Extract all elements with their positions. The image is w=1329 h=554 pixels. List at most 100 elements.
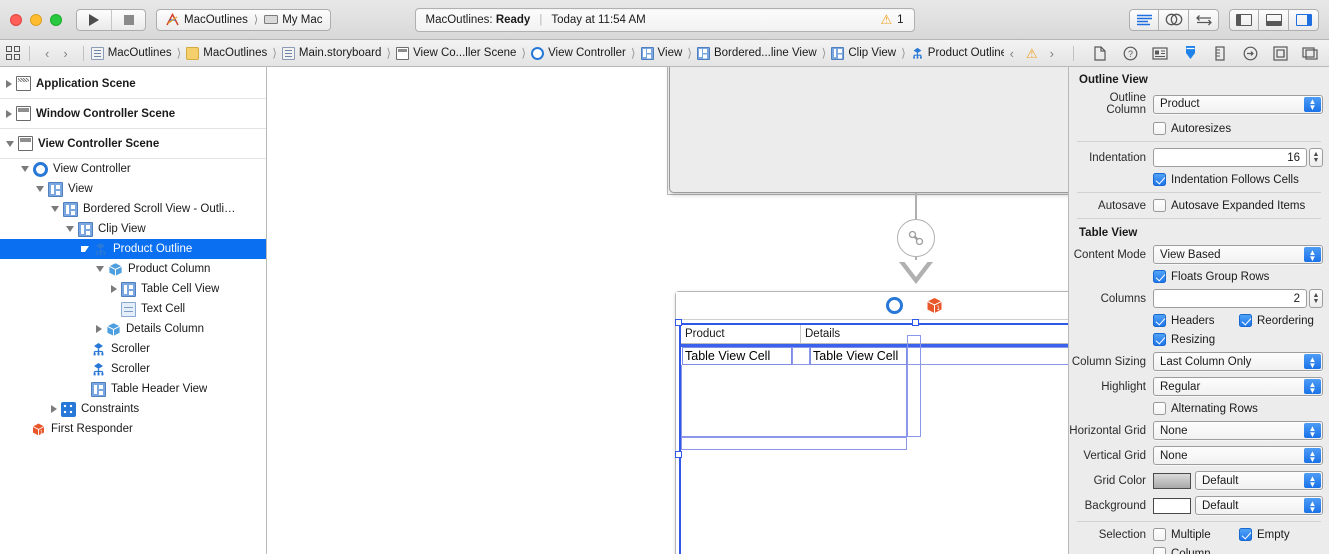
outline-row-view-controller[interactable]: View Controller xyxy=(0,159,266,179)
table-header-view[interactable]: Product Details xyxy=(681,325,1068,344)
table-view-cell-details[interactable]: Table View Cell xyxy=(810,347,907,365)
autosave-expanded-items-checkbox[interactable]: Autosave Expanded Items xyxy=(1153,199,1305,212)
outline-row-constraints[interactable]: Constraints xyxy=(0,399,266,419)
outline-row-bordered-scroll-view-outli[interactable]: Bordered Scroll View - Outli… xyxy=(0,199,266,219)
outline-row-view[interactable]: View xyxy=(0,179,266,199)
attributes-inspector-button[interactable] xyxy=(1175,40,1205,66)
disclosure-triangle-icon[interactable] xyxy=(6,140,14,147)
first-responder-icon[interactable]: 1 xyxy=(925,296,944,315)
disclosure-triangle-icon[interactable] xyxy=(51,206,59,212)
outline-row-text-cell[interactable]: Text Cell xyxy=(0,299,266,319)
disclosure-triangle-icon[interactable] xyxy=(6,79,12,88)
activity-status-bar[interactable]: MacOutlines: Ready | Today at 11:54 AM ⚠… xyxy=(414,7,915,32)
outline-row-clip-view[interactable]: Clip View xyxy=(0,219,266,239)
outline-row-table-header-view[interactable]: Table Header View xyxy=(0,379,266,399)
column-header-product[interactable]: Product xyxy=(681,325,801,343)
disclosure-triangle-icon[interactable] xyxy=(66,226,74,232)
relationship-segue-badge[interactable] xyxy=(897,219,935,257)
minimize-window-button[interactable] xyxy=(30,13,42,26)
selection-handle-middle-left[interactable] xyxy=(675,451,682,458)
selection-handle-top-center[interactable] xyxy=(912,319,919,326)
version-editor-button[interactable] xyxy=(1189,8,1219,31)
quick-help-button[interactable]: ? xyxy=(1115,40,1145,66)
breadcrumb-item-view[interactable]: View xyxy=(640,46,682,60)
next-issue-button[interactable]: › xyxy=(1049,45,1054,61)
breadcrumb-item-clip-view[interactable]: Clip View xyxy=(831,46,896,60)
outline-row-product-outline[interactable]: Product Outline xyxy=(0,239,266,259)
resizing-checkbox[interactable]: Resizing xyxy=(1153,333,1215,346)
disclosure-triangle-icon[interactable] xyxy=(6,109,12,118)
selection-empty-checkbox[interactable]: Empty xyxy=(1239,528,1290,541)
disclosure-triangle-icon[interactable] xyxy=(111,285,117,293)
previous-issue-button[interactable]: ‹ xyxy=(1009,45,1014,61)
status-warning-group[interactable]: ⚠ 1 xyxy=(880,13,903,26)
indentation-stepper[interactable]: ▲▼ xyxy=(1309,148,1323,167)
jump-bar-issue-nav[interactable]: ‹ ⚠ › xyxy=(1004,46,1066,61)
reordering-checkbox[interactable]: Reordering xyxy=(1239,314,1314,327)
view-controller-icon[interactable] xyxy=(886,297,903,314)
breadcrumb-item-macoutlines[interactable]: MacOutlines xyxy=(90,46,172,60)
selection-column-checkbox[interactable]: Column xyxy=(1153,547,1211,554)
column-sizing-select[interactable]: Last Column Only ▲▼ xyxy=(1153,352,1323,371)
go-back-button[interactable]: ‹ xyxy=(45,45,50,61)
window-controller-scene-preview[interactable] xyxy=(669,67,1068,193)
breadcrumb-item-product-outline[interactable]: Product Outline xyxy=(911,47,1007,60)
columns-input[interactable]: 2 xyxy=(1153,289,1307,308)
view-effects-inspector-button[interactable] xyxy=(1295,40,1325,66)
go-forward-button[interactable]: › xyxy=(63,45,68,61)
grid-color-select[interactable]: Default ▲▼ xyxy=(1195,471,1323,490)
connections-inspector-button[interactable] xyxy=(1235,40,1265,66)
size-inspector-button[interactable] xyxy=(1205,40,1235,66)
toggle-debug-area-button[interactable] xyxy=(1259,8,1289,31)
outline-row-details-column[interactable]: Details Column xyxy=(0,319,266,339)
horizontal-grid-select[interactable]: None ▲▼ xyxy=(1153,421,1323,440)
disclosure-triangle-icon[interactable] xyxy=(81,246,89,252)
scheme-selector[interactable]: MacOutlines ⟩ My Mac xyxy=(156,8,332,31)
breadcrumb-item-main-storyboard[interactable]: Main.storyboard xyxy=(281,46,381,60)
outline-view-design-area[interactable]: Product Details Table View Cell Table Vi… xyxy=(675,319,1068,554)
content-mode-select[interactable]: View Based ▲▼ xyxy=(1153,245,1323,264)
toggle-navigator-button[interactable] xyxy=(1229,8,1259,31)
disclosure-triangle-icon[interactable] xyxy=(21,166,29,172)
column-header-details[interactable]: Details xyxy=(805,328,841,340)
outline-row-application-scene[interactable]: Application Scene xyxy=(0,69,266,99)
autoresizes-checkbox[interactable]: Autoresizes xyxy=(1153,122,1231,135)
identity-inspector-button[interactable] xyxy=(1145,40,1175,66)
disclosure-triangle-icon[interactable] xyxy=(51,405,57,413)
run-button[interactable] xyxy=(77,10,111,30)
outline-row-scroller[interactable]: Scroller xyxy=(0,339,266,359)
outline-row-window-controller-scene[interactable]: Window Controller Scene xyxy=(0,99,266,129)
close-window-button[interactable] xyxy=(10,13,22,26)
assistant-editor-button[interactable] xyxy=(1159,8,1189,31)
stop-button[interactable] xyxy=(111,9,145,30)
outline-column-select[interactable]: Product ▲▼ xyxy=(1153,94,1323,114)
outline-row-scroller[interactable]: Scroller xyxy=(0,359,266,379)
outline-row-table-cell-view[interactable]: Table Cell View xyxy=(0,279,266,299)
columns-stepper[interactable]: ▲▼ xyxy=(1309,289,1323,308)
selection-multiple-checkbox[interactable]: Multiple xyxy=(1153,528,1239,541)
disclosure-triangle-icon[interactable] xyxy=(96,266,104,272)
outline-row-view-controller-scene[interactable]: View Controller Scene xyxy=(0,129,266,159)
standard-editor-button[interactable] xyxy=(1129,8,1159,31)
column-resize-guide[interactable] xyxy=(907,335,921,437)
alternating-rows-checkbox[interactable]: Alternating Rows xyxy=(1153,402,1258,415)
table-view-cell-product[interactable]: Table View Cell xyxy=(682,347,792,365)
storyboard-canvas[interactable]: 1 Product Details Table View Cell Table … xyxy=(267,67,1068,554)
floats-group-rows-checkbox[interactable]: Floats Group Rows xyxy=(1153,270,1269,283)
background-select[interactable]: Default ▲▼ xyxy=(1195,496,1323,515)
highlight-select[interactable]: Regular ▲▼ xyxy=(1153,377,1323,396)
attributes-inspector-panel[interactable]: Outline View Outline Column Product ▲▼ A… xyxy=(1068,67,1329,554)
toggle-utilities-button[interactable] xyxy=(1289,8,1319,31)
disclosure-triangle-icon[interactable] xyxy=(96,325,102,333)
breadcrumb-item-view-co-ller-scene[interactable]: View Co...ller Scene xyxy=(396,46,516,60)
vertical-grid-select[interactable]: None ▲▼ xyxy=(1153,446,1323,465)
outline-row-product-column[interactable]: Product Column xyxy=(0,259,266,279)
bindings-inspector-button[interactable] xyxy=(1265,40,1295,66)
breadcrumb-item-macoutlines[interactable]: MacOutlines xyxy=(186,46,267,60)
disclosure-triangle-icon[interactable] xyxy=(36,186,44,192)
selection-handle-top-left[interactable] xyxy=(675,319,682,326)
breadcrumb-item-bordered-line-view[interactable]: Bordered...line View xyxy=(696,46,817,60)
grid-color-swatch[interactable] xyxy=(1153,472,1191,489)
zoom-window-button[interactable] xyxy=(50,13,62,26)
